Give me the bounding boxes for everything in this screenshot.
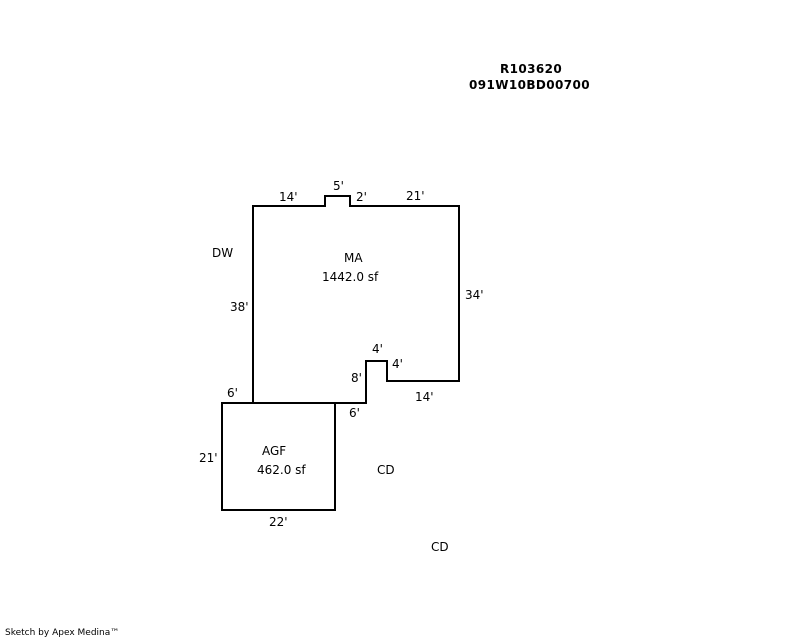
garage-code: AGF <box>262 444 287 458</box>
header-taxlot: 091W10BD00700 <box>469 78 591 92</box>
dim-top-left: 14' <box>279 190 298 204</box>
dim-garage-top-left: 6' <box>227 386 238 400</box>
dim-right-side: 34' <box>465 288 484 302</box>
dim-bump-width: 5' <box>333 179 344 193</box>
sketch-credit: Sketch by Apex Medina™ <box>5 628 120 638</box>
dim-notch-top: 4' <box>372 342 383 356</box>
dim-garage-left: 21' <box>199 451 218 465</box>
dim-notch-right: 4' <box>392 357 403 371</box>
deck-label-2: CD <box>431 540 449 554</box>
header-parcel-id: R103620 <box>500 62 563 76</box>
dim-notch-left: 8' <box>351 371 362 385</box>
dim-garage-bottom: 22' <box>269 515 288 529</box>
dim-bottom-right: 14' <box>415 390 434 404</box>
garage-size: 462.0 sf <box>257 463 306 477</box>
main-area-code: MA <box>344 251 363 265</box>
garage-outline <box>221 402 336 511</box>
driveway-label: DW <box>212 246 234 260</box>
main-area-size: 1442.0 sf <box>322 270 379 284</box>
main-area-outline <box>252 195 460 404</box>
dim-garage-top-right: 6' <box>349 406 360 420</box>
dim-left-side: 38' <box>230 300 249 314</box>
dim-bump-right: 2' <box>356 190 367 204</box>
deck-label-1: CD <box>377 463 395 477</box>
dim-top-right: 21' <box>406 189 425 203</box>
